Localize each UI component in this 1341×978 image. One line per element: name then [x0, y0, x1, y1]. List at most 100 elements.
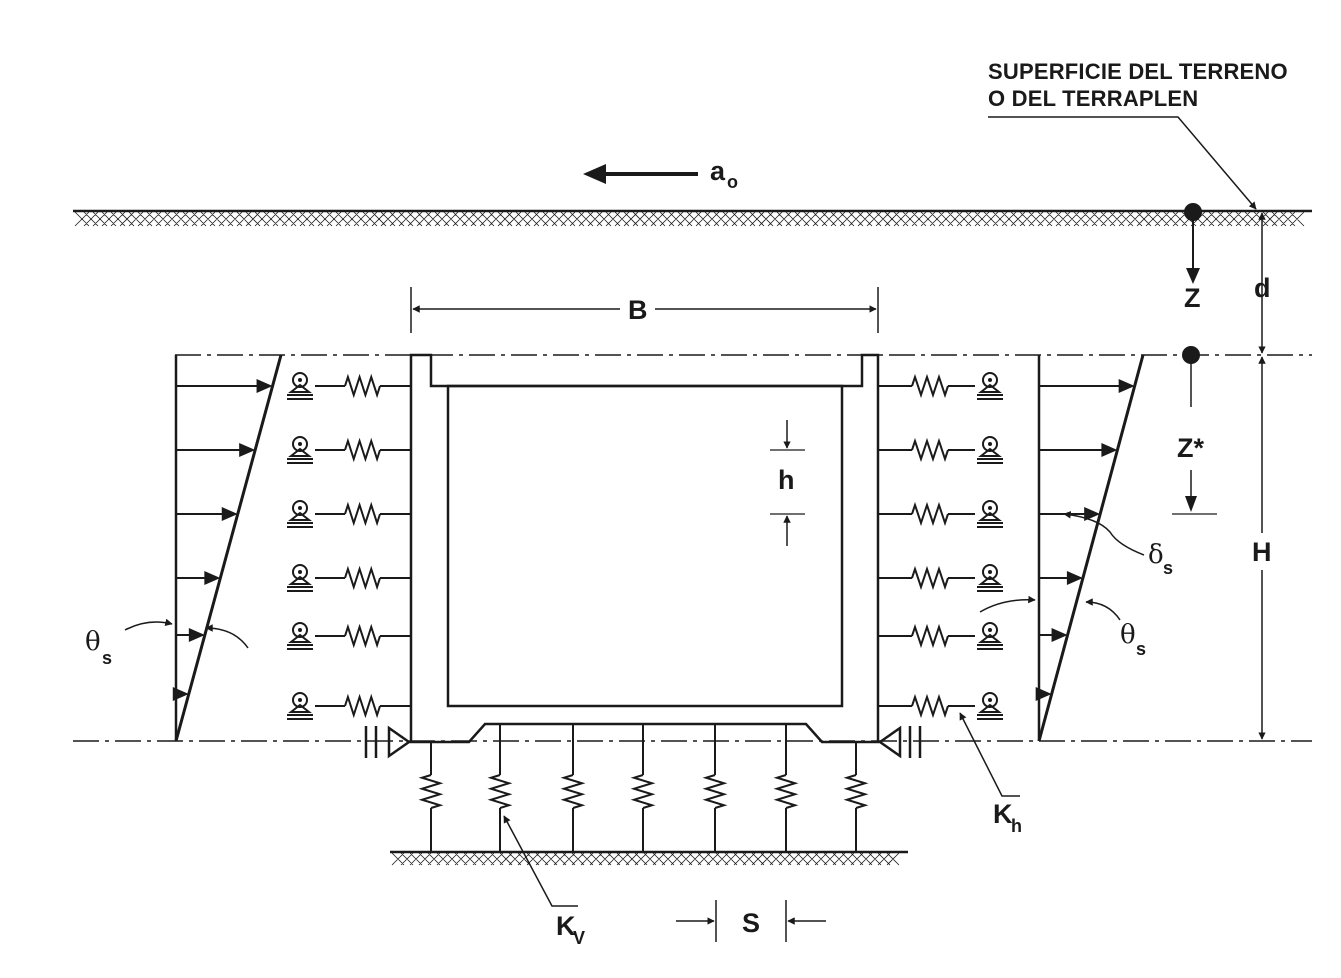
spring-left [344, 437, 381, 463]
roller-pin-icon [298, 378, 302, 382]
b-label: B [628, 295, 648, 325]
roller-icon [292, 500, 308, 516]
pressure-arrow-right-head [1084, 507, 1101, 521]
surface-label-line2: O DEL TERRAPLEN [988, 86, 1198, 111]
roller-icon [982, 692, 998, 708]
ground-hatching [74, 211, 1305, 227]
thickness-dimension [770, 420, 805, 546]
b-dimension [410, 287, 879, 333]
z-origin-point [1184, 203, 1202, 284]
spring-left [344, 623, 381, 649]
spring-left [344, 501, 381, 527]
roller-pin-icon [298, 628, 302, 632]
theta-left-subscript: s [102, 648, 112, 668]
roller-icon [292, 622, 308, 638]
theta-left-label: θ [85, 627, 101, 657]
surface-leader [988, 116, 1257, 210]
vertical-spring [843, 774, 869, 809]
hatch-lines [391, 852, 900, 866]
pressure-arrow-right-head [1035, 687, 1052, 701]
culvert-box [409, 353, 880, 744]
roller-pin-icon [298, 570, 302, 574]
pressure-arrow-right-head [1066, 571, 1083, 585]
roller-base-icon [288, 447, 312, 457]
pressure-arrow-right-head [1118, 379, 1135, 393]
roller-pin-icon [988, 698, 992, 702]
roller-base-icon [288, 633, 312, 643]
roller-base-icon [288, 383, 312, 393]
roller-base-icon [288, 703, 312, 713]
roller-pin-icon [988, 506, 992, 510]
pressure-arrow-left-head [172, 687, 189, 701]
right-base-support [877, 725, 922, 759]
roller-icon [982, 564, 998, 580]
acceleration-arrow [583, 164, 698, 184]
roller-base-icon [978, 511, 1002, 521]
vertical-spring [560, 774, 586, 809]
roller-pin-icon [988, 378, 992, 382]
theta-left-leaders [124, 618, 249, 649]
left-base-support [364, 725, 412, 759]
base-ground [390, 850, 908, 866]
left-pressure-diagram [172, 354, 283, 742]
vertical-spring [418, 774, 444, 809]
vertical-spring [702, 774, 728, 809]
right-horizontal-springs [879, 372, 1003, 720]
spring-right [911, 437, 949, 463]
z-label: Z [1184, 283, 1201, 313]
base-ground-hatching [391, 852, 900, 866]
left-horizontal-springs [287, 372, 410, 720]
vertical-springs [418, 725, 869, 852]
spring-left [344, 693, 381, 719]
spacing-dimension [676, 900, 826, 942]
kh-leader [959, 712, 1020, 797]
roller-base-icon [978, 383, 1002, 393]
roller-pin-icon [298, 698, 302, 702]
theta-right-subscript: s [1136, 639, 1146, 659]
thickness-label: h [778, 465, 795, 495]
pressure-arrow-left-head [188, 628, 205, 642]
spring-right [911, 623, 949, 649]
roller-base-icon [978, 703, 1002, 713]
hatch-lines [74, 211, 1305, 227]
roller-base-icon [288, 511, 312, 521]
theta-right-label: θ [1120, 620, 1136, 650]
roller-pin-icon [988, 628, 992, 632]
kh-subscript: h [1011, 816, 1022, 836]
spring-right [911, 565, 949, 591]
ground-surface [73, 209, 1312, 227]
pressure-arrow-left-head [256, 379, 273, 393]
roller-icon [292, 436, 308, 452]
roller-base-icon [978, 633, 1002, 643]
kh-label: K [993, 799, 1013, 829]
roller-pin-icon [988, 442, 992, 446]
spring-right [911, 373, 949, 399]
kv-leader [503, 815, 578, 907]
roller-icon [292, 692, 308, 708]
vertical-spring [630, 774, 656, 809]
vertical-spring [487, 774, 513, 809]
pressure-arrow-left-head [239, 443, 256, 457]
spring-left [344, 565, 381, 591]
pressure-arrow-right-head [1051, 628, 1068, 642]
roller-pin-icon [988, 570, 992, 574]
roller-base-icon [978, 575, 1002, 585]
roller-icon [982, 622, 998, 638]
right-pressure-diagram [1035, 354, 1145, 742]
spring-right [911, 501, 949, 527]
pressure-arrow-left-head [204, 571, 221, 585]
spring-left [344, 373, 381, 399]
pressure-arrow-left-head [221, 507, 238, 521]
roller-pin-icon [298, 442, 302, 446]
delta-label: δ [1148, 540, 1164, 570]
d-label: d [1254, 273, 1271, 303]
delta-subscript: s [1163, 558, 1173, 578]
zstar-label: Z* [1177, 433, 1204, 463]
accel-subscript: o [727, 172, 738, 192]
spacing-label: S [742, 908, 760, 938]
roller-base-icon [288, 575, 312, 585]
roller-base-icon [978, 447, 1002, 457]
kv-label: K [556, 911, 576, 941]
